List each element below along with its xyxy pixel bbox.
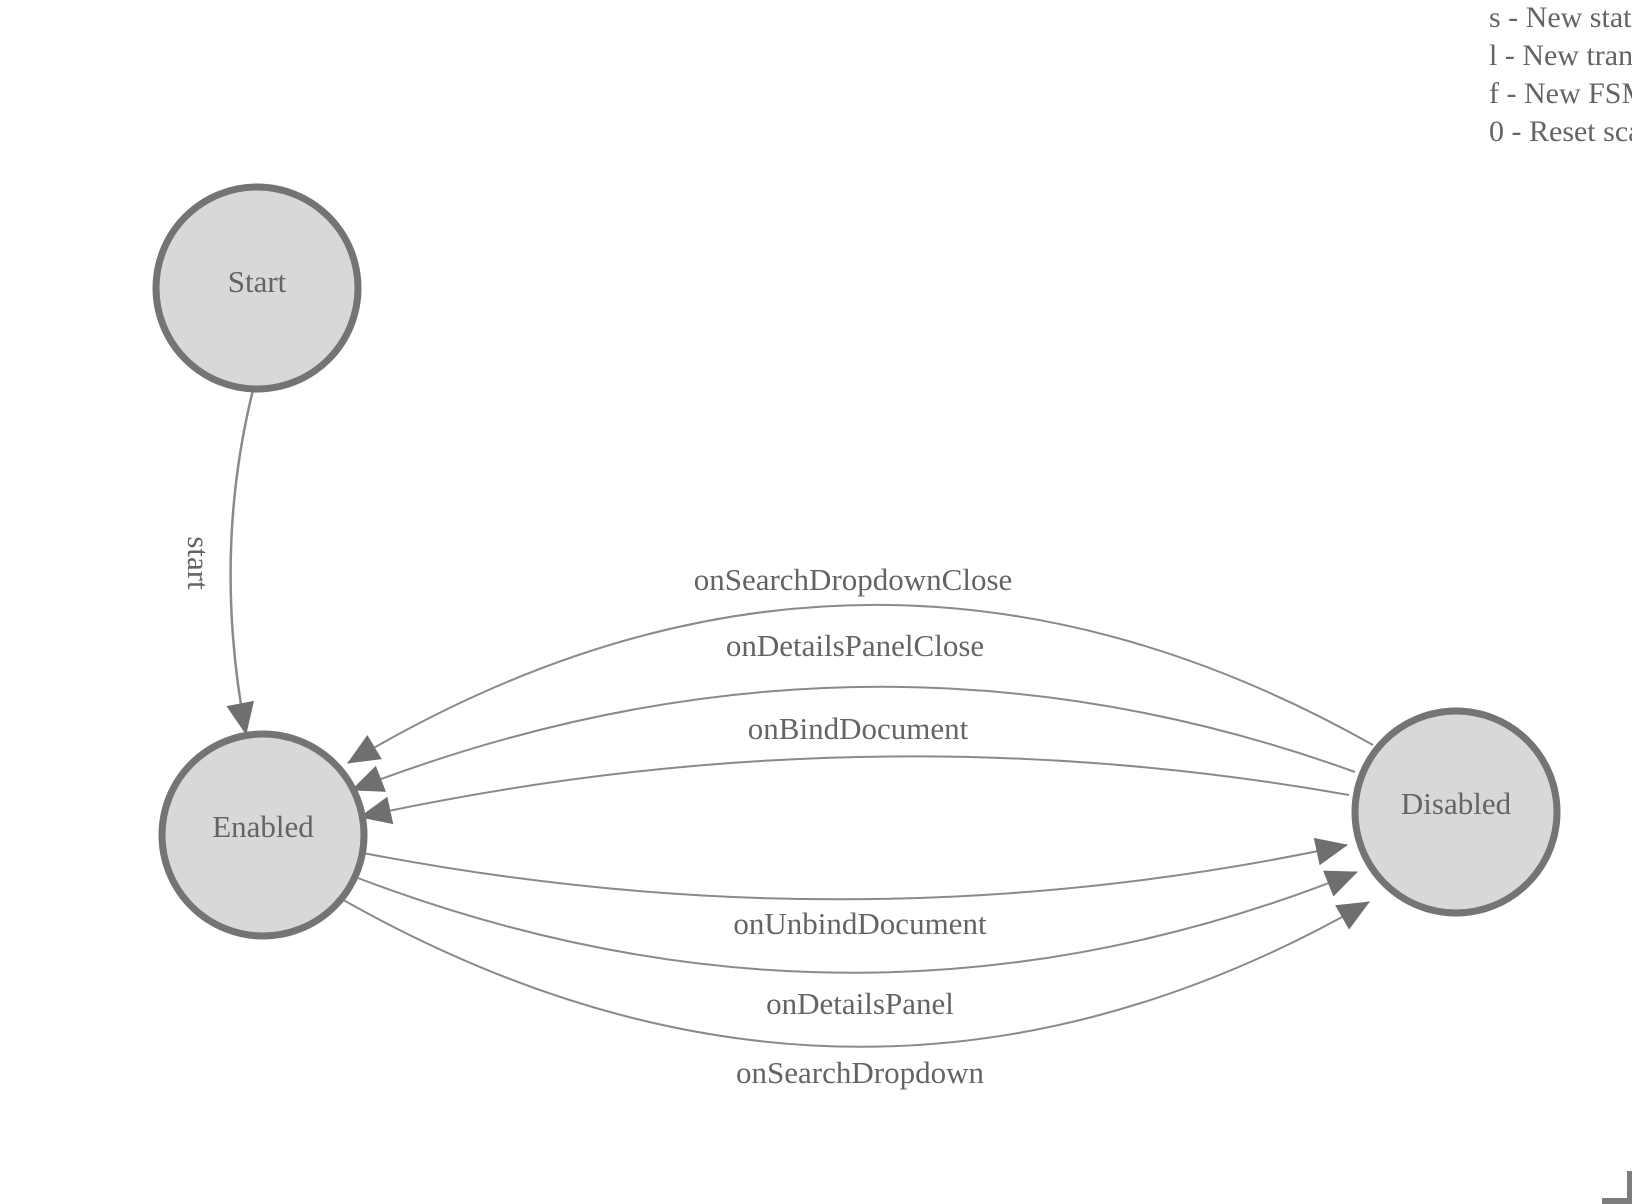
state-label-start: Start xyxy=(228,264,287,299)
transition-edge-onDetailsPanelClose[interactable] xyxy=(351,685,1356,792)
transition-edge-onDetailsPanel[interactable] xyxy=(349,870,1358,974)
state-circle-enabled[interactable] xyxy=(158,730,368,940)
corner-shape-horizontal-bar xyxy=(1602,1198,1632,1204)
legend-line-new-transition: l - New transition xyxy=(1489,39,1632,72)
legend-line-new-state: s - New state xyxy=(1489,1,1632,34)
transition-label-onUnbindDocument: onUnbindDocument xyxy=(733,906,987,941)
transition-edge-onUnbindDocument[interactable] xyxy=(357,837,1348,901)
transition-label-onSearchDropdownClose: onSearchDropdownClose xyxy=(694,562,1013,597)
state-label-disabled: Disabled xyxy=(1401,786,1512,821)
transition-label-onSearchDropdown: onSearchDropdown xyxy=(736,1055,984,1090)
corner-shape xyxy=(1602,1171,1632,1204)
state-node-disabled[interactable]: Disabled xyxy=(1351,707,1561,917)
transition-label-onDetailsPanel: onDetailsPanel xyxy=(766,986,954,1021)
legend-line-reset-scale: 0 - Reset scale xyxy=(1489,115,1632,148)
transition-edge-start[interactable] xyxy=(226,389,255,735)
state-node-start[interactable]: Start xyxy=(152,183,362,393)
transition-edge-onBindDocument[interactable] xyxy=(359,755,1350,825)
state-circle-disabled[interactable] xyxy=(1351,707,1561,917)
transition-label-start: start xyxy=(181,536,216,590)
transition-edge-onSearchDropdownClose[interactable] xyxy=(347,603,1374,764)
legend: s - New state l - New transition f - New… xyxy=(1489,1,1632,148)
transition-edge-onSearchDropdown[interactable] xyxy=(337,896,1370,1048)
transition-label-onDetailsPanelClose: onDetailsPanelClose xyxy=(726,628,984,663)
state-node-enabled[interactable]: Enabled xyxy=(158,730,368,940)
state-label-enabled: Enabled xyxy=(212,809,314,844)
state-circle-start[interactable] xyxy=(152,183,362,393)
legend-line-new-fsm: f - New FSM xyxy=(1489,77,1632,110)
transition-label-onBindDocument: onBindDocument xyxy=(748,711,969,746)
corner-shape-vertical-bar xyxy=(1627,1171,1632,1204)
